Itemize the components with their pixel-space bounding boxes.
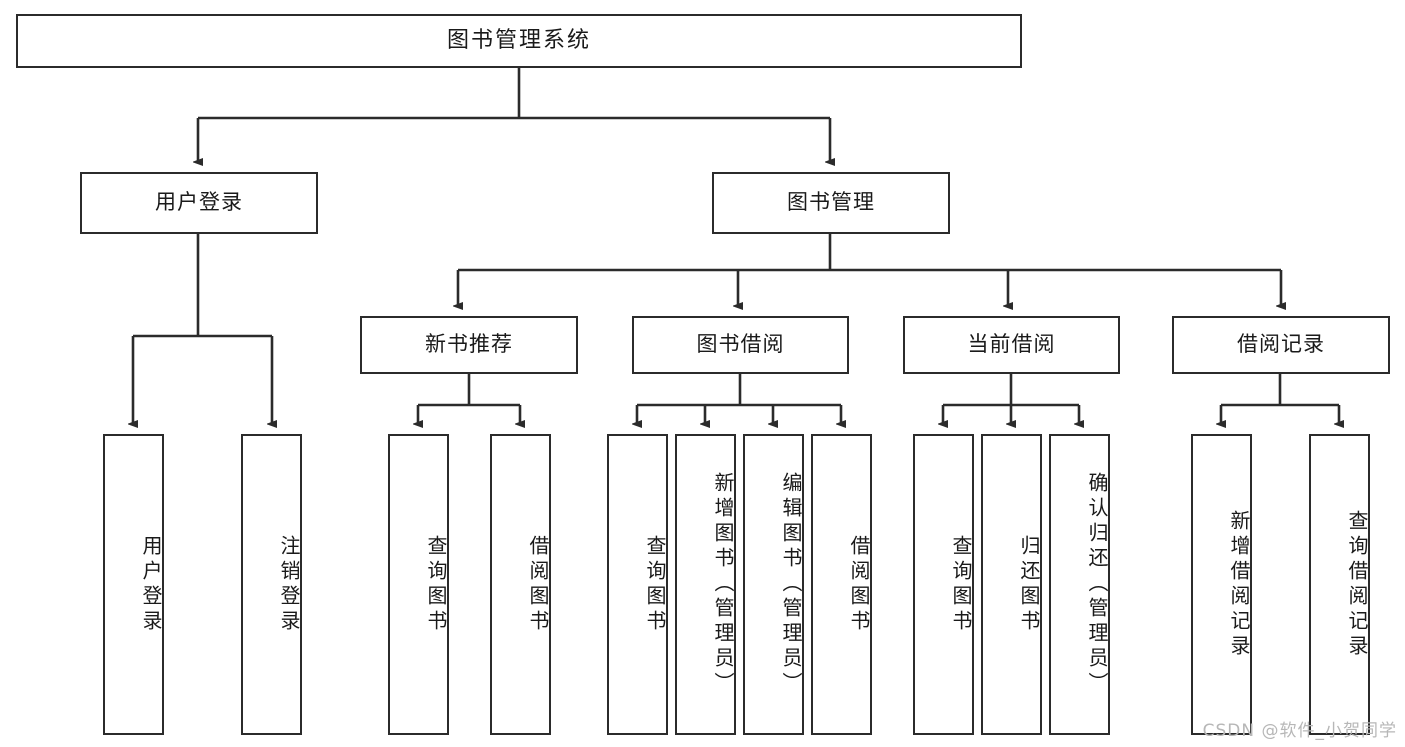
node-label: 编辑图书（管理员） — [779, 472, 803, 697]
node-label: 新书推荐 — [425, 332, 513, 357]
leaf-edit-book-admin[interactable]: 编辑图书（管理员） — [743, 434, 804, 735]
node-label: 图书管理 — [787, 190, 875, 215]
watermark-text: CSDN @软件_小贺同学 — [1202, 721, 1397, 741]
leaf-borrow-book-recommend[interactable]: 借阅图书 — [490, 434, 551, 735]
node-label: 新增图书（管理员） — [711, 472, 735, 697]
node-borrow-record[interactable]: 借阅记录 — [1172, 316, 1390, 374]
node-label: 图书管理系统 — [446, 27, 591, 53]
leaf-add-borrow-record[interactable]: 新增借阅记录 — [1191, 434, 1252, 735]
node-label: 查询图书 — [949, 534, 973, 635]
node-label: 用户登录 — [139, 534, 163, 635]
node-user-login[interactable]: 用户登录 — [80, 172, 318, 234]
leaf-confirm-return-admin[interactable]: 确认归还（管理员） — [1049, 434, 1110, 735]
node-current-borrow[interactable]: 当前借阅 — [903, 316, 1120, 374]
leaf-query-book-borrow[interactable]: 查询图书 — [607, 434, 668, 735]
node-label: 归还图书 — [1017, 534, 1041, 635]
node-label: 查询图书 — [643, 534, 667, 635]
node-label: 新增借阅记录 — [1227, 509, 1251, 660]
node-new-book-recommend[interactable]: 新书推荐 — [360, 316, 578, 374]
node-book-borrow[interactable]: 图书借阅 — [632, 316, 849, 374]
node-label: 借阅记录 — [1237, 332, 1325, 357]
node-label: 借阅图书 — [847, 534, 871, 635]
leaf-borrow-book[interactable]: 借阅图书 — [811, 434, 872, 735]
leaf-logout-login[interactable]: 注销登录 — [241, 434, 302, 735]
leaf-add-book-admin[interactable]: 新增图书（管理员） — [675, 434, 736, 735]
leaf-return-book[interactable]: 归还图书 — [981, 434, 1042, 735]
node-label: 查询图书 — [424, 534, 448, 635]
node-label: 查询借阅记录 — [1345, 509, 1369, 660]
leaf-query-book-recommend[interactable]: 查询图书 — [388, 434, 449, 735]
leaf-user-login[interactable]: 用户登录 — [103, 434, 164, 735]
node-label: 借阅图书 — [526, 534, 550, 635]
node-label: 当前借阅 — [967, 332, 1056, 357]
node-book-management[interactable]: 图书管理 — [712, 172, 950, 234]
node-label: 图书借阅 — [696, 332, 785, 357]
node-label: 注销登录 — [277, 534, 301, 635]
node-root-book-management-system[interactable]: 图书管理系统 — [16, 14, 1022, 68]
node-label: 用户登录 — [155, 190, 243, 215]
node-label: 确认归还（管理员） — [1085, 472, 1109, 697]
leaf-query-book-current[interactable]: 查询图书 — [913, 434, 974, 735]
leaf-query-borrow-record[interactable]: 查询借阅记录 — [1309, 434, 1370, 735]
